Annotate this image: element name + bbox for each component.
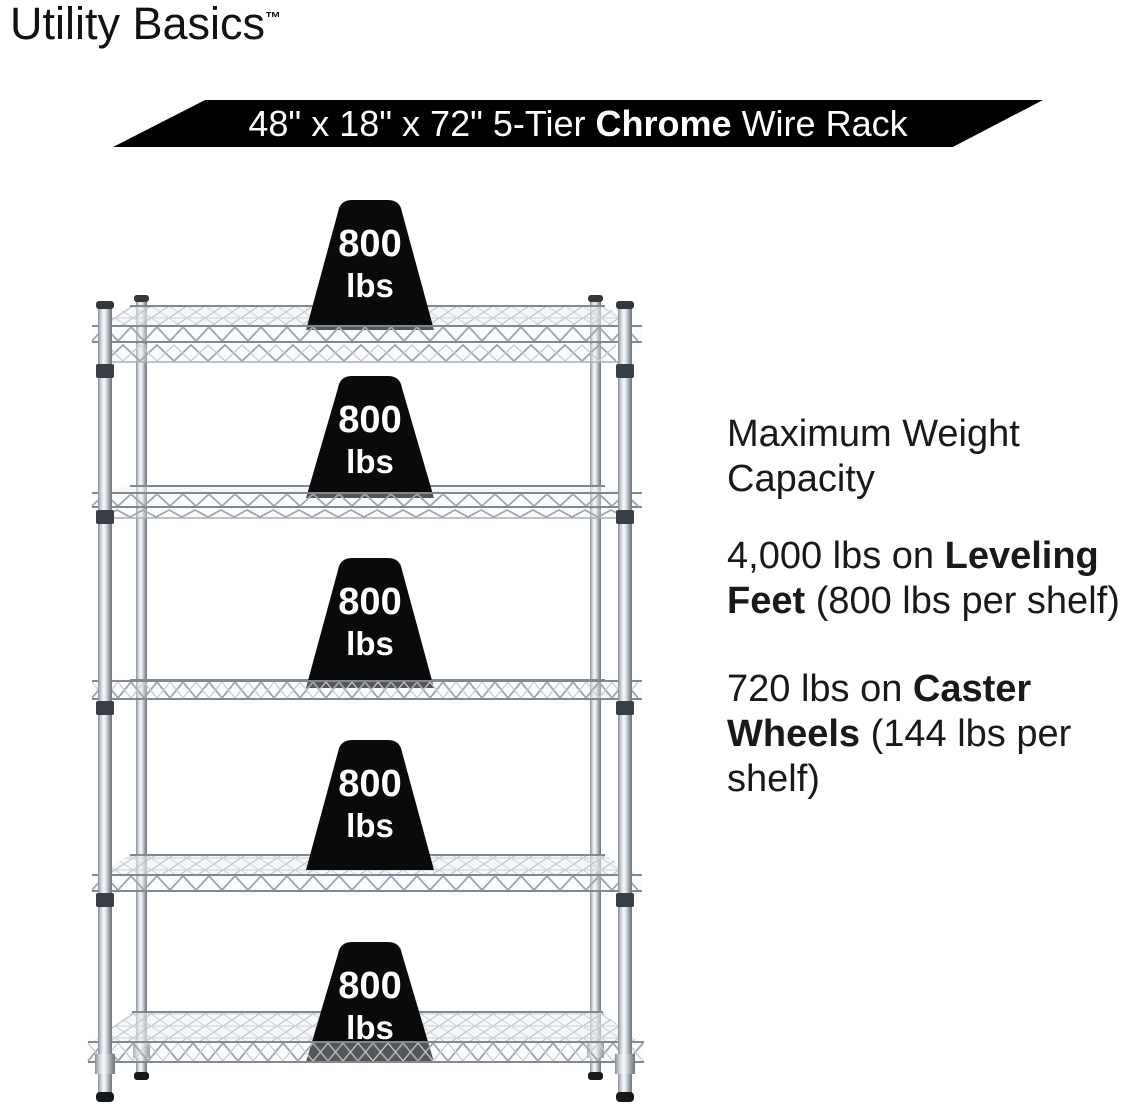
shelf-1-front bbox=[91, 325, 642, 363]
trademark-symbol: ™ bbox=[265, 10, 282, 27]
spec-2-suffix: (144 lbs per shelf) bbox=[727, 713, 1072, 800]
svg-text:800: 800 bbox=[338, 965, 401, 1007]
shelf-5-front bbox=[87, 1041, 644, 1063]
svg-text:lbs: lbs bbox=[346, 443, 394, 480]
svg-text:lbs: lbs bbox=[346, 625, 394, 662]
shelf-5-mesh bbox=[92, 1011, 638, 1042]
shelf-4-front bbox=[91, 874, 642, 892]
spec-caster-wheels: 720 lbs on Caster Wheels (144 lbs per sh… bbox=[727, 667, 1126, 802]
spec-1-bold: Leveling Feet bbox=[727, 535, 1099, 622]
front-posts bbox=[95, 301, 635, 1102]
svg-text:lbs: lbs bbox=[346, 807, 394, 844]
svg-text:800: 800 bbox=[338, 399, 401, 441]
product-banner: 48" x 18" x 72" 5-Tier Chrome Wire Rack bbox=[113, 100, 1043, 147]
banner-text-prefix: 48" x 18" x 72" 5-Tier bbox=[248, 102, 596, 144]
brand-name: Utility Basics bbox=[10, 0, 266, 49]
banner-text-suffix: Wire Rack bbox=[731, 102, 908, 144]
shelf-2-front bbox=[91, 492, 642, 519]
weight-badge-3: 800 lbs bbox=[306, 558, 434, 688]
spec-1-suffix: (800 lbs per shelf) bbox=[805, 580, 1120, 622]
info-column: Maximum Weight Capacity 4,000 lbs on Lev… bbox=[727, 412, 1126, 845]
svg-text:lbs: lbs bbox=[346, 1009, 394, 1046]
weight-badge-4: 800 lbs bbox=[306, 740, 434, 870]
wire-rack-image: 800 lbs 800 lbs bbox=[87, 200, 644, 1102]
weight-badge-2: 800 lbs bbox=[306, 376, 434, 498]
brand-logo: Utility Basics™ bbox=[10, 0, 281, 50]
spec-1-prefix: 4,000 lbs on bbox=[727, 535, 945, 577]
spec-2-bold: Caster Wheels bbox=[727, 668, 1032, 755]
weight-badge-5: 800 lbs bbox=[306, 942, 434, 1062]
info-heading: Maximum Weight Capacity bbox=[727, 413, 1020, 500]
svg-text:800: 800 bbox=[338, 223, 401, 265]
spec-leveling-feet: 4,000 lbs on Leveling Feet (800 lbs per … bbox=[727, 534, 1126, 624]
banner-text-bold: Chrome bbox=[595, 102, 732, 144]
svg-text:800: 800 bbox=[338, 763, 401, 805]
shelf-3-front bbox=[91, 680, 642, 700]
svg-text:lbs: lbs bbox=[346, 267, 394, 304]
svg-text:800: 800 bbox=[338, 581, 401, 623]
weight-badge-1: 800 lbs bbox=[306, 200, 434, 330]
spec-2-prefix: 720 lbs on bbox=[727, 668, 913, 710]
